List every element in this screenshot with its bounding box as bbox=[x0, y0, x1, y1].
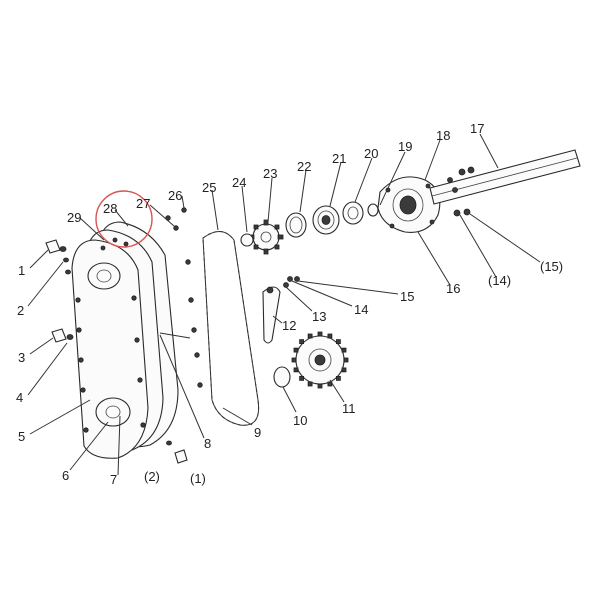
sprocket-tooth bbox=[293, 367, 299, 373]
callout-8: 8 bbox=[204, 436, 211, 451]
callout-1p: (1) bbox=[190, 471, 206, 486]
chain-housing bbox=[71, 221, 179, 459]
drive-chain bbox=[202, 231, 260, 426]
sprocket-tooth bbox=[299, 339, 305, 345]
fastener-3-plug bbox=[51, 328, 74, 343]
fastener-1-cap bbox=[45, 239, 67, 254]
callout-19: 19 bbox=[398, 139, 412, 154]
bearing-flange-16 bbox=[377, 176, 441, 233]
nut-pair-14p-15p bbox=[453, 208, 471, 217]
sprocket-tooth bbox=[341, 367, 347, 373]
callout-13: 13 bbox=[312, 309, 326, 324]
pin-8 bbox=[159, 332, 191, 339]
callout-9: 9 bbox=[254, 425, 261, 440]
highlight-circle bbox=[95, 190, 153, 248]
callout-14: 14 bbox=[354, 302, 368, 317]
callout-27: 27 bbox=[136, 196, 150, 211]
callout-4: 4 bbox=[16, 390, 23, 405]
callout-6: 6 bbox=[62, 468, 69, 483]
callout-2: 2 bbox=[17, 303, 24, 318]
callout-29: 29 bbox=[67, 210, 81, 225]
large-sprocket-11 bbox=[291, 331, 349, 389]
callout-12: 12 bbox=[282, 318, 296, 333]
fastener-2p-bolt bbox=[166, 440, 172, 446]
sprocket-tooth bbox=[293, 347, 299, 353]
callout-labels: 1 2 3 4 5 6 7 8 9 10 11 12 13 14 15 16 1… bbox=[16, 121, 563, 487]
callout-11: 11 bbox=[342, 401, 356, 416]
callout-28: 28 bbox=[103, 201, 117, 216]
callout-1: 1 bbox=[18, 263, 25, 278]
sprocket-tooth bbox=[343, 357, 349, 363]
sprocket-tooth bbox=[307, 333, 313, 339]
circlip-22 bbox=[285, 212, 307, 238]
sprocket-tooth bbox=[335, 375, 341, 381]
callout-23: 23 bbox=[263, 166, 277, 181]
seal-20 bbox=[342, 201, 364, 225]
sprocket-tooth bbox=[327, 333, 333, 339]
sprocket-tooth bbox=[327, 381, 333, 387]
callout-14p: (14) bbox=[488, 273, 511, 288]
callout-25: 25 bbox=[202, 180, 216, 195]
sprocket-tooth bbox=[317, 331, 323, 337]
sprocket-tooth bbox=[299, 375, 305, 381]
callout-2p: (2) bbox=[144, 469, 160, 484]
callout-16: 16 bbox=[446, 281, 460, 296]
housing-bolt-column bbox=[165, 207, 203, 388]
sprocket-tooth bbox=[317, 383, 323, 389]
callout-15p: (15) bbox=[540, 259, 563, 274]
sprocket-tooth bbox=[291, 357, 297, 363]
ring-19 bbox=[367, 203, 379, 217]
washer-24 bbox=[240, 233, 254, 247]
small-sprocket-23 bbox=[248, 219, 284, 255]
circlip-10 bbox=[273, 366, 291, 388]
callout-15: 15 bbox=[400, 289, 414, 304]
bearing-21 bbox=[312, 205, 340, 235]
callout-21: 21 bbox=[332, 151, 346, 166]
callout-3: 3 bbox=[18, 350, 25, 365]
callout-18: 18 bbox=[436, 128, 450, 143]
fastener-1p-cap bbox=[174, 449, 188, 464]
leader-lines bbox=[27, 133, 541, 476]
sprocket-tooth bbox=[341, 347, 347, 353]
callout-10: 10 bbox=[293, 413, 307, 428]
callout-5: 5 bbox=[18, 429, 25, 444]
tensioner-arm-12 bbox=[262, 286, 281, 344]
nuts-13-14-15 bbox=[283, 276, 300, 288]
callout-20: 20 bbox=[364, 146, 378, 161]
sprocket-tooth bbox=[335, 339, 341, 345]
callout-24: 24 bbox=[232, 175, 246, 190]
sprocket-tooth bbox=[307, 381, 313, 387]
callout-26: 26 bbox=[168, 188, 182, 203]
shaft-nuts bbox=[447, 166, 475, 193]
callout-17: 17 bbox=[470, 121, 484, 136]
hex-shaft-17 bbox=[429, 149, 581, 205]
callout-7: 7 bbox=[110, 472, 117, 487]
fastener-2-bolt bbox=[63, 257, 71, 275]
callout-22: 22 bbox=[297, 159, 311, 174]
